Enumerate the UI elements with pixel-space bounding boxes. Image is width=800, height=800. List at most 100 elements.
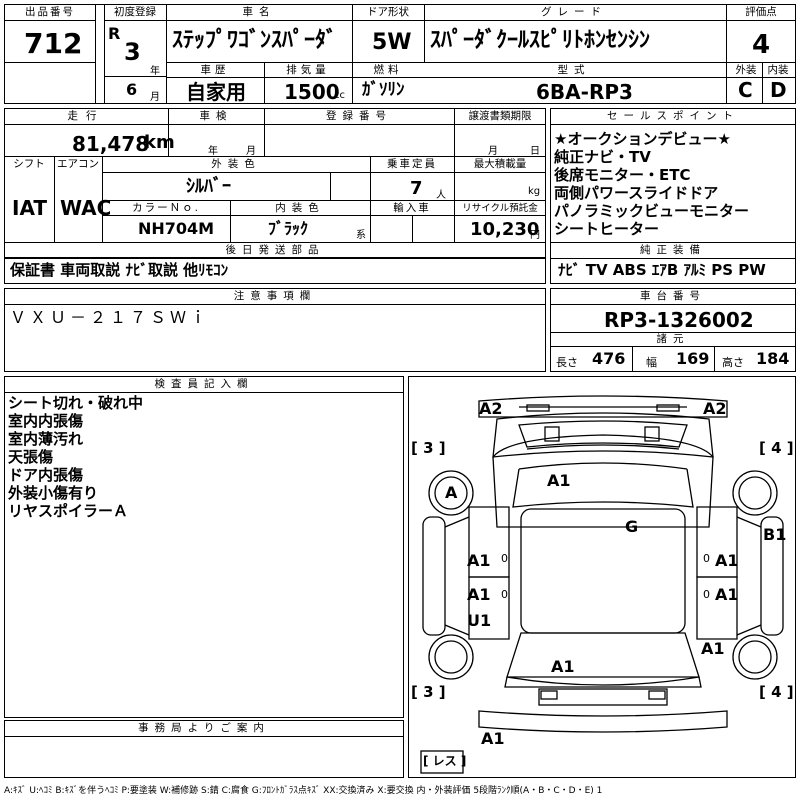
damage-mark: A1	[715, 551, 739, 570]
int-color-unit: 系	[356, 230, 366, 241]
inspector-line: 室内内張傷	[8, 412, 84, 430]
lot-label: 出品番号	[25, 6, 75, 18]
displacement-value: 1500	[284, 80, 340, 104]
first-reg-era: R	[108, 24, 121, 43]
aircon-label: エアコン	[57, 158, 99, 170]
damage-mark: A2	[479, 399, 503, 418]
door-value: 5W	[372, 30, 412, 55]
lot-number: 712	[24, 27, 83, 60]
score-value: 4	[752, 30, 771, 60]
fuel-label: 燃料	[373, 64, 403, 76]
door-label: ドア形状	[367, 6, 409, 18]
office-label: 事務局よりご案内	[138, 722, 270, 734]
chassis-value: RP3-1326002	[604, 308, 754, 332]
ext-color-value: ｼﾙﾊﾞｰ	[186, 176, 231, 197]
inspector-line: 天張傷	[8, 448, 54, 466]
office-box	[4, 720, 404, 778]
interior-score: D	[770, 78, 787, 102]
door-mark: 0	[501, 588, 508, 601]
door-mark: 0	[703, 552, 710, 565]
first-reg-label: 初度登録	[114, 6, 156, 18]
inspector-line: 室内薄汚れ	[8, 430, 84, 448]
front-grille-left	[526, 404, 550, 412]
inspector-lines: シート切れ・破れ中 室内内張傷 室内薄汚れ 天張傷 ドア内張傷 外装小傷有り リ…	[8, 394, 400, 520]
later-parts-box	[4, 242, 546, 284]
width-label: 幅	[646, 356, 657, 369]
wheel-front-right	[732, 470, 778, 516]
sales-point: 後席モニター・ETC	[554, 166, 691, 184]
recycle-unit: 円	[530, 230, 540, 241]
front-bumper-shape	[478, 395, 728, 418]
damage-mark: G	[625, 517, 639, 536]
left-fender-shape	[422, 516, 446, 636]
height-value: 184	[756, 349, 790, 368]
color-no-value: NH704M	[138, 219, 215, 238]
damage-mark: B1	[763, 525, 787, 544]
tire-front-right-mark: [ 4 ]	[759, 439, 794, 457]
sales-point: シートヒーター	[554, 220, 660, 238]
damage-mark: A1	[715, 585, 739, 604]
notes-box	[4, 288, 546, 372]
damage-mark: A	[445, 483, 458, 502]
color-no-label: カラーＮｏ.	[132, 202, 200, 214]
transfer-day-unit: 日	[530, 146, 540, 157]
capacity-label: 乗車定員	[387, 158, 437, 170]
legend: A:ｷｽﾞ U:ﾍｺﾐ B:ｷｽﾞを伴うﾍｺﾐ P:要塗装 W:補修跡 S:錆 …	[4, 786, 603, 796]
import-label: 輸入車	[393, 202, 431, 214]
mileage-label: 走行	[67, 110, 105, 122]
inspector-line: 外装小傷有り	[8, 484, 99, 502]
genuine-equip-label: 純正装備	[640, 244, 706, 256]
door-mark: 0	[703, 588, 710, 601]
inspection-year-unit: 年	[208, 146, 218, 157]
inspector-box	[4, 376, 404, 718]
first-reg-year: 3	[124, 38, 141, 66]
door-mark: 0	[501, 552, 508, 565]
inspector-label: 検査員記入欄	[154, 378, 254, 390]
sales-points-label: セールスポイント	[607, 110, 739, 122]
first-reg-month-unit: 月	[150, 92, 160, 103]
capacity-value: 7	[410, 178, 423, 199]
recycle-value: 10,230	[470, 219, 540, 240]
lot-box	[4, 4, 96, 104]
sales-point: パノラミックビューモニター	[554, 202, 750, 220]
recycle-label: リサイクル預託金	[462, 203, 538, 214]
width-value: 169	[676, 349, 710, 368]
capacity-unit: 人	[436, 190, 446, 201]
damage-mark: U1	[467, 611, 492, 630]
transfer-month-unit: 月	[488, 146, 498, 157]
right-rear-door-shape	[696, 576, 738, 640]
front-grille-right	[656, 404, 680, 412]
wheel-rear-right	[732, 634, 778, 680]
later-parts-label: 後日発送部品	[225, 244, 325, 256]
spare-tire-mark: [ レス ]	[423, 754, 467, 768]
sales-point: 純正ナビ・TV	[554, 148, 651, 166]
car-name-label: 車名	[242, 6, 276, 18]
later-parts-value: 保証書 車両取説 ﾅﾋﾞ取説 他ﾘﾓｺﾝ	[10, 261, 229, 279]
displacement-label: 排気量	[286, 64, 330, 76]
exterior-label: 外装	[735, 64, 757, 76]
inspector-line: リヤスポイラーＡ	[8, 502, 129, 520]
int-color-label: 内装色	[275, 202, 325, 214]
grade-label: グレード	[541, 6, 607, 18]
damage-mark: A1	[467, 551, 491, 570]
max-load-label: 最大積載量	[473, 158, 527, 170]
interior-label: 内装	[767, 64, 789, 76]
sales-points-list: ★オークションデビュー★ 純正ナビ・TV 後席モニター・ETC 両側パワースライ…	[554, 130, 794, 238]
grade-value: ｽﾊﾟｰﾀﾞｸｰﾙｽﾋﾟﾘﾄﾎﾝｾﾝｼﾝ	[430, 28, 651, 53]
score-label: 評価点	[745, 6, 777, 18]
damage-mark: A1	[551, 657, 575, 676]
inspection-label: 車検	[199, 110, 233, 122]
model-value: 6BA-RP3	[536, 80, 633, 104]
right-fender-shape	[760, 516, 784, 636]
rear-bumper-shape	[478, 710, 728, 733]
ext-color-label: 外装色	[211, 158, 261, 170]
inspection-month-unit: 月	[246, 146, 256, 157]
score-box	[726, 4, 796, 104]
car-diagram: [ 3 ] [ 4 ] [ 3 ] [ 4 ] [ レス ] A2 A2 A A…	[408, 376, 796, 778]
height-label: 高さ	[722, 356, 744, 369]
history-label: 車歴	[200, 64, 230, 76]
mileage-value: 81,478	[72, 132, 150, 156]
max-load-unit: kg	[528, 186, 541, 197]
wheel-front-left	[428, 470, 474, 516]
damage-mark: A1	[481, 729, 505, 748]
